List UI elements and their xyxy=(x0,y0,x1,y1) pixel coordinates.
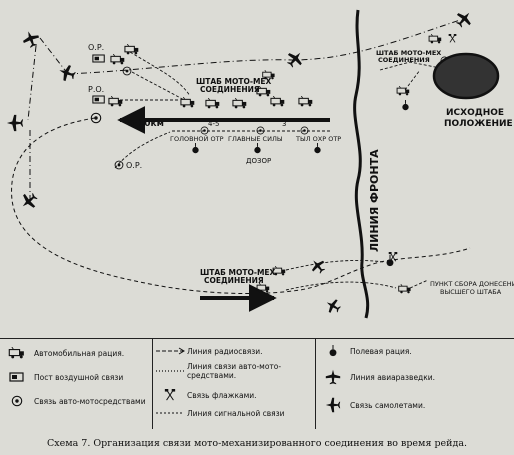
legend-item: Полевая рация. xyxy=(316,343,412,359)
comm-plane-icon xyxy=(316,397,350,413)
legend-item: Линия связи авто-мото- средствами. xyxy=(153,362,282,380)
motorcycle-icon xyxy=(0,393,34,409)
motorcycle-icon xyxy=(114,160,124,170)
motorcycle-icon xyxy=(122,66,132,76)
legend-text: Линия связи авто-мото- средствами. xyxy=(187,362,282,380)
recon-line-top xyxy=(27,19,461,200)
op-bottom-label: О.Р. xyxy=(126,161,142,170)
front-line-label: ЛИНИЯ ФРОНТА xyxy=(368,149,381,252)
flag-icon xyxy=(153,387,187,403)
rear-detachment-label: ТЫЛ ОХР ОТР xyxy=(295,135,341,143)
legend-item: Линия авиаразведки. xyxy=(316,369,435,385)
legend-item: Автомобильная рация. xyxy=(0,345,124,361)
legend-item: Линия радиосвязи. xyxy=(153,343,263,359)
ro-label: Р.О. xyxy=(88,85,104,94)
motorcycle-icon xyxy=(256,126,265,135)
field-radio-icon xyxy=(401,100,410,111)
legend-text: Связь самолетами. xyxy=(350,400,426,410)
radio-car-icon xyxy=(428,34,442,44)
plane-icon xyxy=(6,114,24,132)
front-line-curve xyxy=(353,9,370,319)
legend-text: Линия сигнальной связи xyxy=(187,408,285,418)
plane-icon xyxy=(56,62,78,84)
plane-icon xyxy=(323,296,343,316)
legend-item: Связь самолетами. xyxy=(316,397,425,413)
main-forces-label: ГЛАВНЫЕ СИЛЫ xyxy=(228,135,283,143)
legend-text: Автомобильная рация. xyxy=(34,348,125,358)
distance-3: 3 xyxy=(282,120,286,128)
motorcycle-icon xyxy=(300,126,309,135)
start-position-area xyxy=(432,52,500,100)
distance-2: 4-5 xyxy=(208,120,219,128)
radio-car-icon xyxy=(110,54,125,65)
legend-text: Связь авто-мотосредствами xyxy=(34,396,146,406)
legend-column-3: Полевая рация. Линия авиаразведки. Связь… xyxy=(316,339,514,429)
patrol-label: ДОЗОР xyxy=(246,157,271,165)
auto-moto-line-icon xyxy=(153,363,187,379)
radio-car-icon xyxy=(205,98,220,109)
legend: Автомобильная рация. Пост воздушной связ… xyxy=(0,338,514,429)
radio-car-icon xyxy=(396,86,410,96)
plane-icon xyxy=(452,7,476,31)
radio-car-icon xyxy=(0,345,34,361)
head-detachment-label: ГОЛОВНОЙ ОТР xyxy=(170,134,224,143)
signal-line-icon xyxy=(153,405,187,421)
plane-icon xyxy=(283,47,307,71)
legend-text: Связь флажками. xyxy=(187,390,257,400)
radio-line-icon xyxy=(153,343,187,359)
radio-car-icon xyxy=(270,96,285,107)
comm-lines-top xyxy=(114,51,191,169)
legend-item: Связь авто-мотосредствами xyxy=(0,393,146,409)
radio-car-icon xyxy=(298,96,313,107)
figure-caption: Схема 7. Организация связи мото-механизи… xyxy=(46,437,468,449)
plane-icon xyxy=(307,255,329,277)
legend-column-1: Автомобильная рация. Пост воздушной связ… xyxy=(0,339,153,429)
field-radio-icon xyxy=(253,143,262,154)
distance-1: 5-10км xyxy=(128,119,164,129)
plane-icon xyxy=(17,189,41,213)
legend-item: Линия сигнальной связи xyxy=(153,405,285,421)
recon-plane-icon xyxy=(316,369,350,385)
motorcycle-icon xyxy=(200,126,209,135)
start-position-comm xyxy=(379,61,441,91)
legend-text: Линия авиаразведки. xyxy=(350,372,436,382)
legend-column-2: Линия радиосвязи. Линия связи авто-мото-… xyxy=(153,339,316,429)
op-top-label: О.Р. xyxy=(88,43,104,52)
radio-car-icon xyxy=(398,284,412,294)
air-post-icon xyxy=(92,54,105,63)
flag-icon xyxy=(448,34,457,43)
legend-item: Связь флажками. xyxy=(153,387,257,403)
air-post-icon xyxy=(0,369,34,385)
radio-car-icon xyxy=(180,97,195,108)
plane-icon xyxy=(20,28,42,50)
legend-item: Пост воздушной связи xyxy=(0,369,123,385)
legend-text: Полевая рация. xyxy=(350,346,412,356)
field-radio-icon xyxy=(313,143,322,154)
air-post-icon xyxy=(92,95,105,104)
field-radio-icon xyxy=(191,143,200,154)
radio-car-icon xyxy=(108,96,123,107)
legend-text: Линия радиосвязи. xyxy=(187,346,263,356)
bottom-comm-lines xyxy=(285,260,429,291)
radio-car-icon xyxy=(232,98,247,109)
legend-text: Пост воздушной связи xyxy=(34,372,124,382)
field-radio-icon xyxy=(316,343,350,359)
